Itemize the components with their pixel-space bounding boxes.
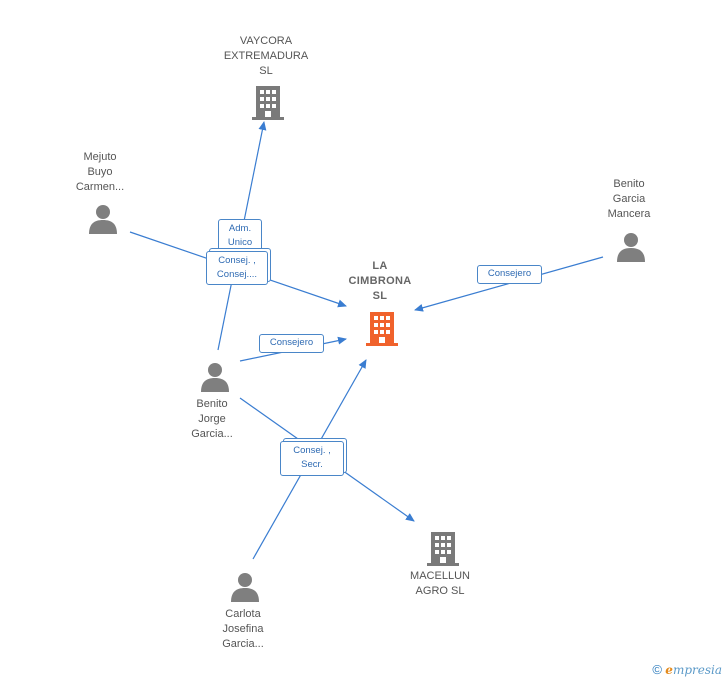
relation-badge-consejero-right[interactable]: Consejero [477,265,542,284]
relation-badge-adm-unico[interactable]: Adm. Unico [218,219,262,251]
company-node-vaycora[interactable]: VAYCORA EXTREMADURA SL [206,34,326,79]
copyright-symbol: © [652,662,662,677]
company-name: MACELLUN AGRO SL [410,570,470,597]
person-name: Benito Garcia Mancera [607,178,651,220]
company-name: VAYCORA EXTREMADURA SL [223,35,309,77]
person-icon [617,233,645,262]
person-name: Benito Jorge Garcia... [191,398,233,440]
company-node-la-cimbrona[interactable]: LA CIMBRONA SL [330,259,430,304]
brand-rest: mpresia [672,663,722,677]
person-node-mejuto[interactable]: Mejuto Buyo Carmen... [60,150,140,195]
person-name: Carlota Josefina Garcia... [222,608,264,650]
person-node-benito-garcia[interactable]: Benito Garcia Mancera [589,177,669,222]
person-name: Mejuto Buyo Carmen... [75,151,125,193]
person-icon [201,363,229,392]
person-node-benito-jorge[interactable]: Benito Jorge Garcia... [172,397,252,442]
person-icon [231,573,259,602]
building-icon [252,86,284,120]
person-icon [89,205,117,234]
relation-badge-consej-secr[interactable]: Consej. , Secr. [280,441,344,476]
relation-badge-consej-consej[interactable]: Consej. , Consej.... [206,251,268,285]
building-icon [366,312,398,346]
building-icon [427,532,459,566]
brand-e: e [665,663,673,677]
person-node-carlota[interactable]: Carlota Josefina Garcia... [203,607,283,652]
company-node-macellun[interactable]: MACELLUN AGRO SL [390,569,490,599]
relation-badge-consejero-left[interactable]: Consejero [259,334,324,353]
company-name: LA CIMBRONA SL [348,260,412,302]
empresia-logo: © empresia [652,662,722,677]
